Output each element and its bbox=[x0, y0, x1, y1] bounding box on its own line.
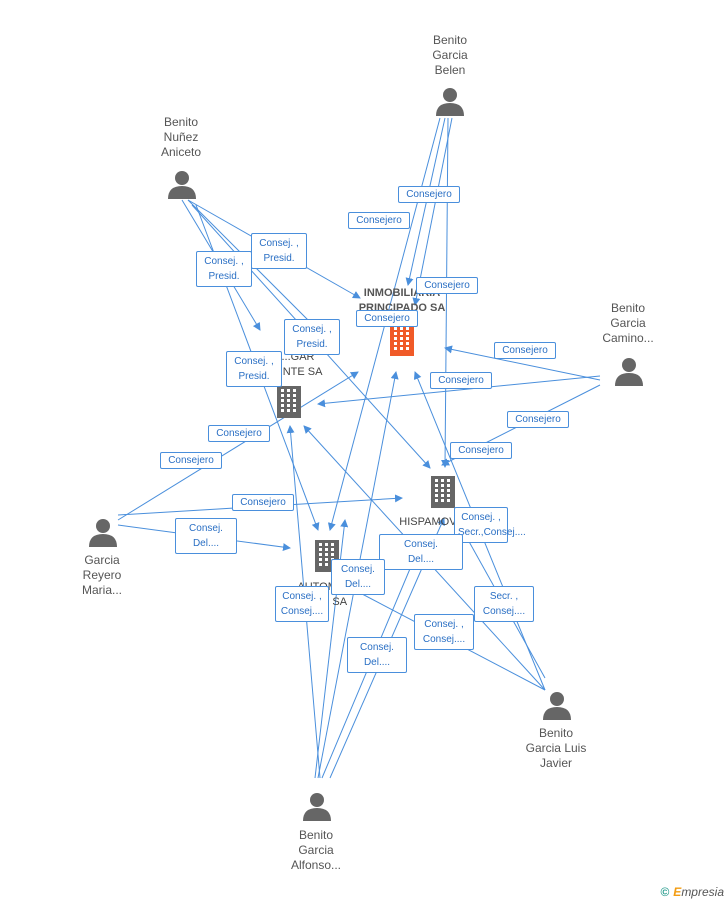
edge-role-label: Consej. , Consej.... bbox=[414, 614, 474, 650]
company-label[interactable]: HISPAMOV... bbox=[399, 516, 465, 528]
edge-role-label: Consejero bbox=[494, 342, 556, 359]
edge-role-label: Consej. , Secr.,Consej.... bbox=[454, 507, 526, 543]
relation-edge bbox=[444, 345, 601, 381]
edge-role-label: Consej. , Presid. bbox=[196, 251, 252, 287]
person-icon[interactable] bbox=[303, 793, 331, 821]
edge-role-label: Consejero bbox=[507, 411, 569, 428]
building-icon[interactable] bbox=[277, 386, 301, 418]
edge-role-label: Consejero bbox=[416, 277, 478, 294]
edge-role-label: Consejero bbox=[232, 494, 294, 511]
person-label[interactable]: Benito Garcia Camino... bbox=[602, 301, 654, 345]
person-label[interactable]: Benito Garcia Luis Javier bbox=[525, 726, 587, 770]
person-icon[interactable] bbox=[89, 519, 117, 547]
brand-logo-initial: E bbox=[673, 885, 682, 899]
relation-edge bbox=[117, 371, 359, 521]
edge-role-label: Secr. , Consej.... bbox=[474, 586, 534, 622]
copyright-icon: © bbox=[660, 885, 670, 899]
building-icon[interactable] bbox=[390, 324, 414, 356]
brand-name: mpresia bbox=[681, 885, 724, 899]
edge-role-label: Consej. Del.... bbox=[175, 518, 237, 554]
person-label[interactable]: Benito Nuñez Aniceto bbox=[160, 115, 202, 159]
edge-role-label: Consejero bbox=[356, 310, 418, 327]
edge-role-label: Consejero bbox=[160, 452, 222, 469]
edge-role-label: Consej. , Consej.... bbox=[275, 586, 329, 622]
edge-role-label: Consej. , Presid. bbox=[226, 351, 282, 387]
edge-role-label: Consej. Del.... bbox=[347, 637, 407, 673]
building-icon[interactable] bbox=[431, 476, 455, 508]
relation-edge bbox=[412, 117, 453, 306]
edge-role-label: Consej. , Presid. bbox=[251, 233, 307, 269]
edge-role-label: Consejero bbox=[348, 212, 410, 229]
person-label[interactable]: Benito Garcia Alfonso... bbox=[290, 828, 342, 872]
person-label[interactable]: Garcia Reyero Maria... bbox=[81, 553, 122, 597]
edge-role-label: Consej. , Presid. bbox=[284, 319, 340, 355]
edge-role-label: Consejero bbox=[398, 186, 460, 203]
edge-role-label: Consej. Del.... bbox=[331, 559, 385, 595]
footer-brand: ©Empresia bbox=[660, 885, 724, 899]
relation-edge bbox=[317, 375, 601, 408]
edge-role-label: Consejero bbox=[208, 425, 270, 442]
edge-role-label: Consej. Del.... bbox=[379, 534, 463, 570]
person-icon[interactable] bbox=[543, 692, 571, 720]
person-icon[interactable] bbox=[168, 171, 196, 199]
person-label[interactable]: Benito Garcia Belen bbox=[432, 33, 468, 77]
edge-role-label: Consejero bbox=[450, 442, 512, 459]
edge-role-label: Consejero bbox=[430, 372, 492, 389]
person-icon[interactable] bbox=[436, 88, 464, 116]
person-icon[interactable] bbox=[615, 358, 643, 386]
